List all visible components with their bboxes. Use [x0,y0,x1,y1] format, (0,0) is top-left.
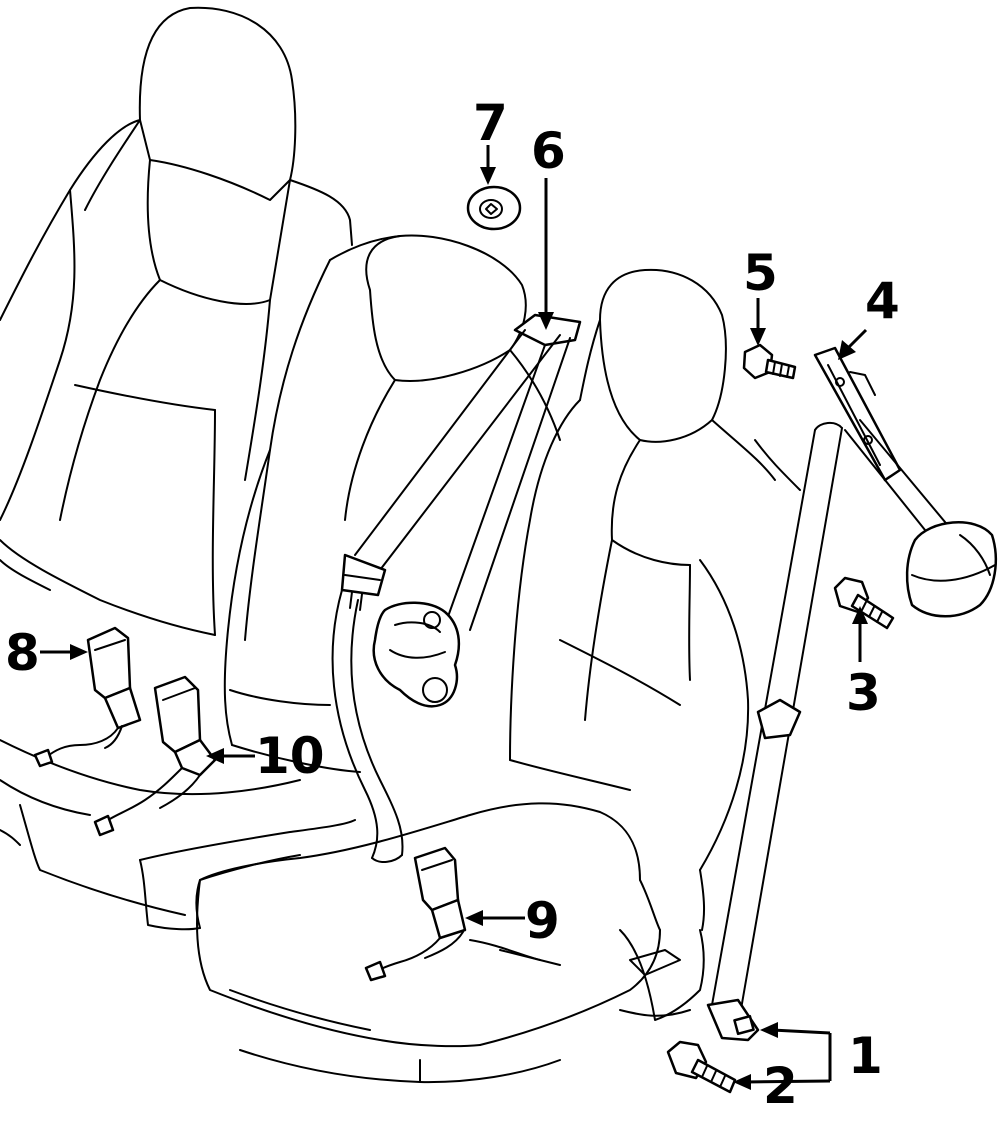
leader-lines [40,145,868,1090]
front-seat-cushion [199,802,641,881]
rear-headrest [138,6,297,201]
callout-4: 4 [865,272,900,330]
arrow-4 [838,340,856,360]
arrow-8 [70,644,88,660]
belt-guide [756,698,802,740]
part-8-buckle [33,626,142,768]
front-belt-retractor-assembly [706,346,998,1042]
callout-1: 1 [848,1027,883,1085]
front-seat-drawing [196,268,801,1084]
arrow-7 [480,167,496,185]
arrow-6 [538,312,554,330]
part-2-bolt [666,1040,737,1094]
callout-2: 2 [763,1057,798,1115]
retractor-body [905,521,998,618]
callout-8: 8 [5,624,40,682]
part-6-center-belt-assembly [331,313,582,863]
callout-10: 10 [255,727,325,785]
arrow-2 [733,1074,751,1090]
part-5-bolt [742,343,797,380]
arrow-9 [465,910,483,926]
rear-seat-back [0,119,141,321]
part-7-cap [466,185,522,231]
callout-3: 3 [846,664,881,722]
arrow-5 [750,328,766,346]
part-3-bolt [833,576,895,630]
front-headrest [599,268,727,443]
part-9-buckle [364,846,467,982]
arrow-3 [852,606,868,624]
rear-seat-drawing [0,6,356,931]
part-10-buckle [93,675,217,837]
callout-labels: 1 2 3 4 5 6 7 8 9 10 [5,94,900,1115]
callout-9: 9 [525,892,560,950]
callout-5: 5 [743,244,778,302]
arrow-10 [206,748,224,764]
part-4-height-adjuster [813,346,902,482]
callout-6: 6 [531,122,566,180]
arrow-1 [760,1022,778,1038]
center-seat-drawing [223,234,561,773]
callout-7: 7 [473,94,508,152]
